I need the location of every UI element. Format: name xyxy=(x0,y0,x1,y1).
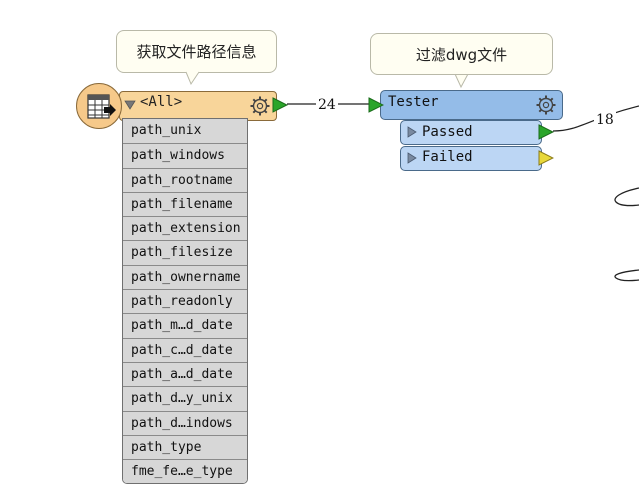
annotation-tester-text: 过滤dwg文件 xyxy=(415,45,508,64)
attribute-row[interactable]: path_filename xyxy=(123,191,247,217)
feature-count-label: 18 xyxy=(594,112,616,128)
feature-count-label: 24 xyxy=(316,97,338,113)
attribute-row[interactable]: path_windows xyxy=(123,143,247,168)
reader-attribute-list: path_unix path_windows path_rootname pat… xyxy=(122,118,248,485)
attribute-row[interactable]: path_m…d_date xyxy=(123,313,247,338)
annotation-reader-text: 获取文件路径信息 xyxy=(136,43,257,61)
tester-passed-label: Passed xyxy=(422,124,473,140)
tester-passed-port[interactable] xyxy=(400,120,542,145)
triangle-right-icon xyxy=(407,152,417,164)
gear-icon[interactable] xyxy=(249,95,271,117)
attribute-row[interactable]: path_type xyxy=(123,434,247,460)
triangle-right-icon xyxy=(407,126,417,138)
reader-feature-type: <All> xyxy=(140,94,183,110)
attribute-row[interactable]: path_d…y_unix xyxy=(123,386,247,411)
table-reader-icon[interactable] xyxy=(76,83,122,129)
reader-output-port-icon[interactable] xyxy=(272,97,288,113)
attribute-row[interactable]: path_ownername xyxy=(123,264,247,290)
tester-failed-port[interactable] xyxy=(400,146,542,171)
annotation-reader[interactable]: 获取文件路径信息 xyxy=(116,30,277,73)
attribute-row[interactable]: path_readonly xyxy=(123,289,247,314)
gear-icon[interactable] xyxy=(535,94,557,116)
tester-node-header[interactable] xyxy=(380,90,563,120)
tester-failed-label: Failed xyxy=(422,149,473,165)
attribute-row[interactable]: path_filesize xyxy=(123,240,247,265)
triangle-down-icon[interactable] xyxy=(124,100,136,110)
attribute-row[interactable]: path_extension xyxy=(123,216,247,241)
attribute-row[interactable]: path_rootname xyxy=(123,167,247,192)
tester-node-name: Tester xyxy=(388,94,439,110)
attribute-row[interactable]: path_c…d_date xyxy=(123,337,247,362)
tester-input-port-icon[interactable] xyxy=(368,97,384,113)
offscreen-connection-lower xyxy=(614,269,639,282)
offscreen-connection-upper xyxy=(614,187,639,207)
attribute-row[interactable]: path_unix xyxy=(123,119,247,144)
attribute-row[interactable]: fme_fe…e_type xyxy=(123,459,247,484)
failed-output-port-icon[interactable] xyxy=(538,150,554,166)
passed-output-port-icon[interactable] xyxy=(538,124,554,140)
attribute-row[interactable]: path_d…indows xyxy=(123,410,247,435)
annotation-tester[interactable]: 过滤dwg文件 xyxy=(370,33,553,75)
attribute-row[interactable]: path_a…d_date xyxy=(123,361,247,387)
